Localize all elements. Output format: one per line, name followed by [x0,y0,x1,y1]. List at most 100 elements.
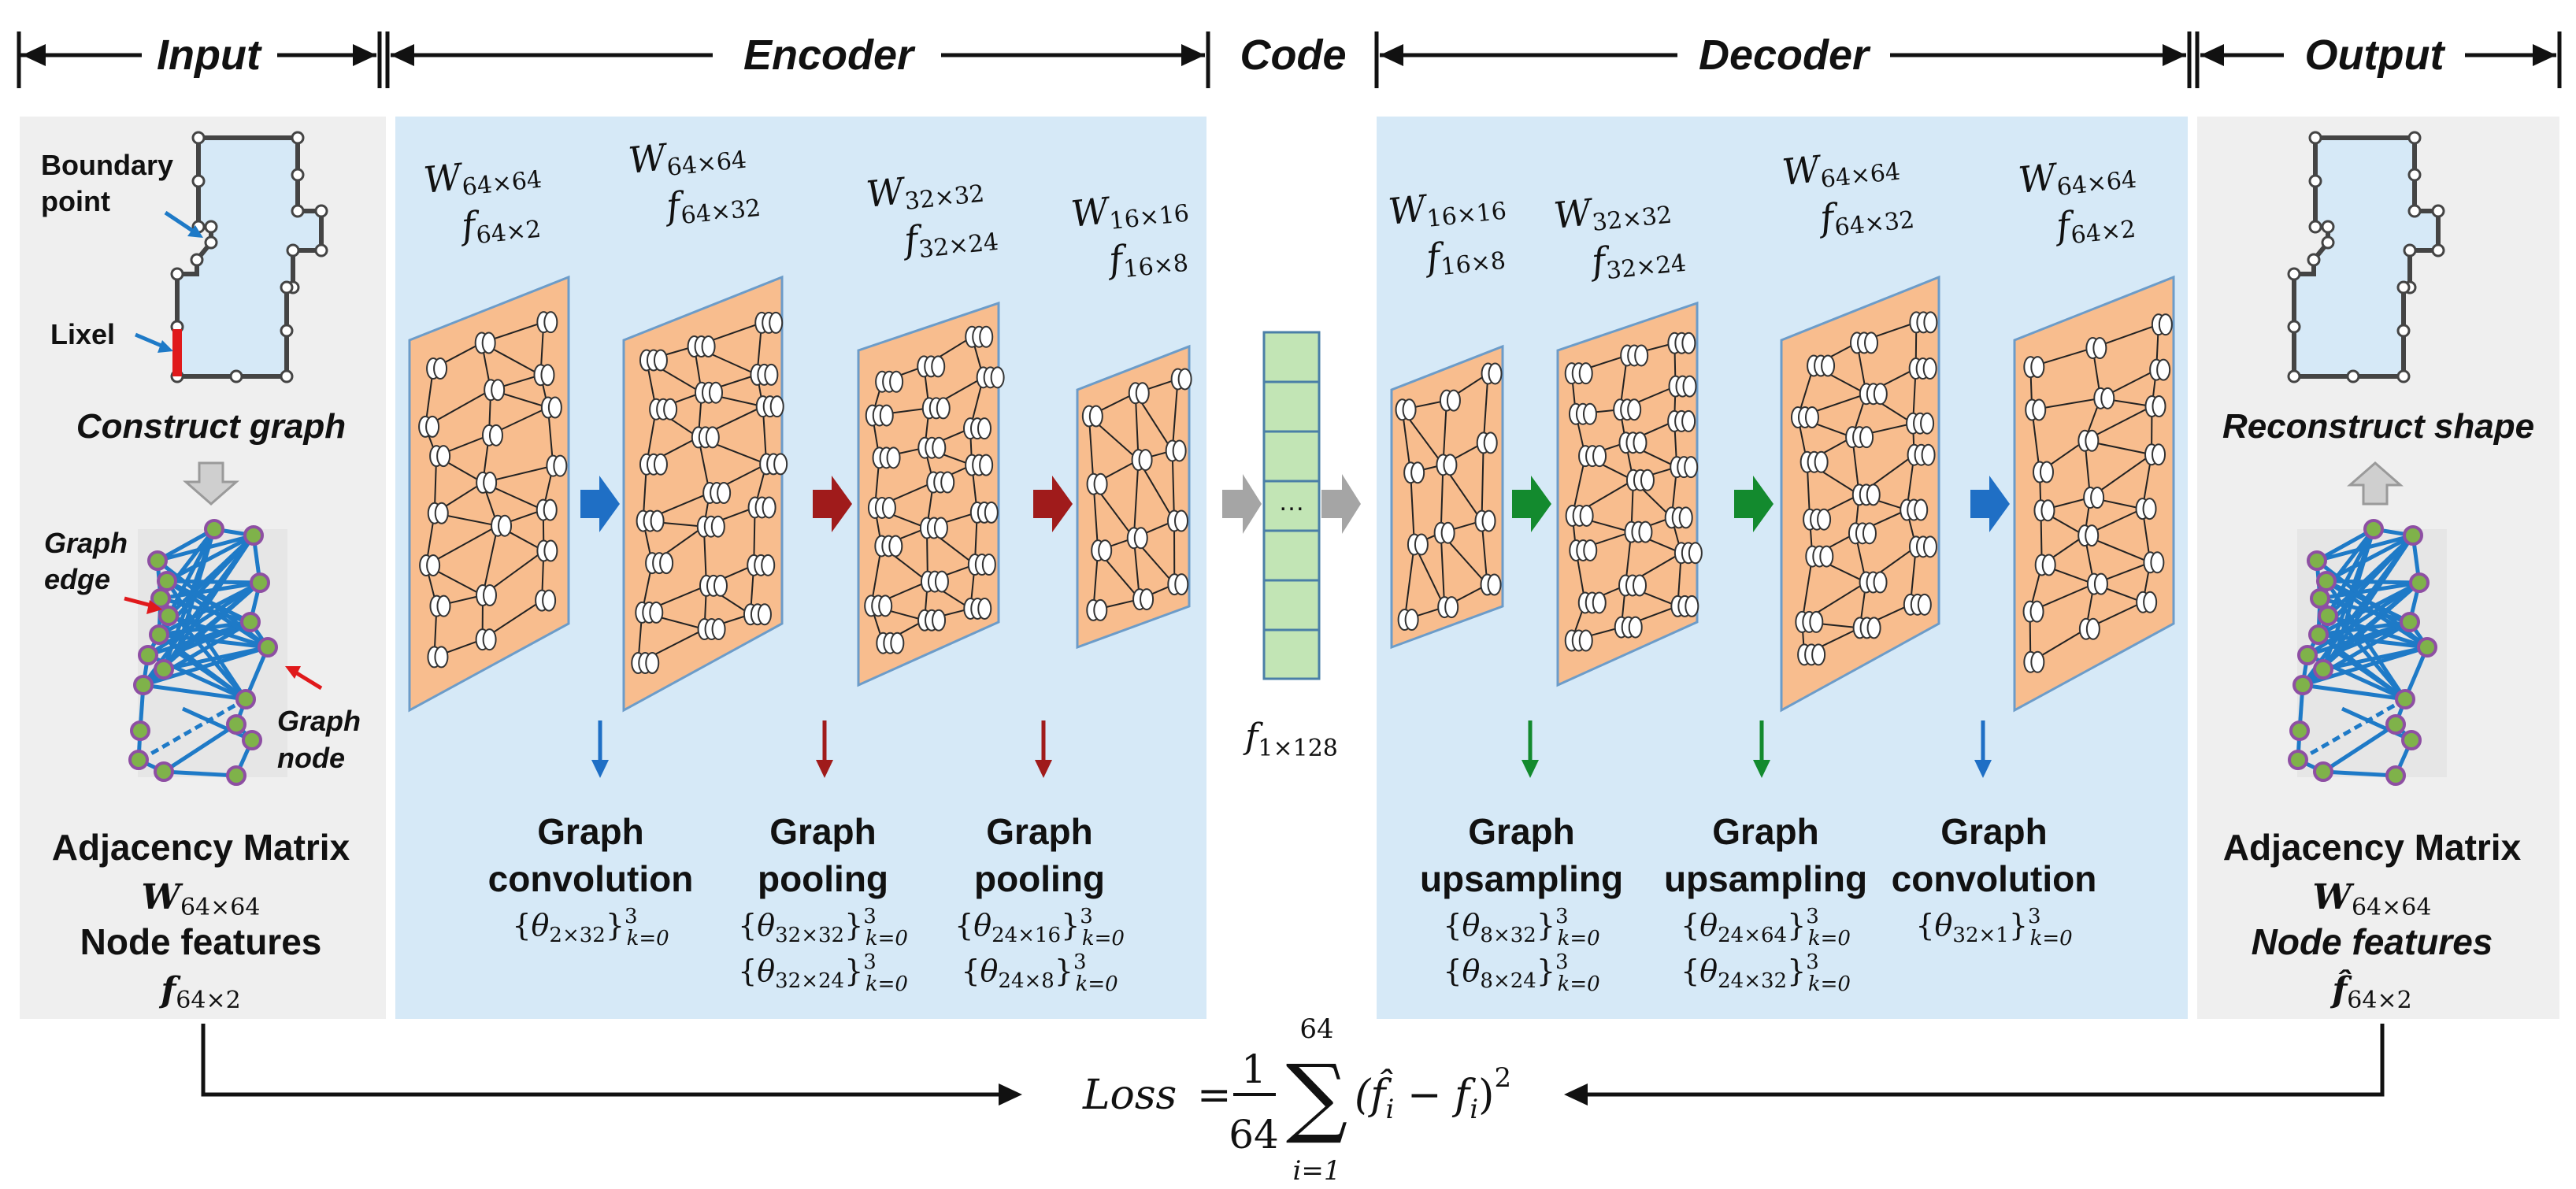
layer-arrow [1033,476,1073,532]
graph-node [2318,606,2338,626]
graph-node [154,761,174,782]
graph-node [2288,750,2308,770]
section-decoder-label: Decoder [1699,31,1871,79]
loss-sum-bottom: i=1 [1293,1155,1341,1187]
output-adjacency-title: Adjacency Matrix [2223,827,2522,868]
code-label: f1×128 [1243,717,1338,762]
loss-function: Loss = 1 64 64 ∑ i=1 (f̂i − fi)2 [201,1013,2385,1187]
loss-frac-den: 64 [1229,1112,1279,1158]
layer-arrow [1970,476,2010,532]
layer-arrow [1734,476,1774,532]
loss-sum-top: 64 [1299,1013,1333,1045]
lixel-label: Lixel [50,318,115,350]
operation-name-line1: Graph [1712,811,1818,852]
layer-arrow [580,476,620,532]
graph-node [133,675,154,695]
operation-name-line2: convolution [488,858,694,899]
graph-node [150,588,171,609]
operation-name-line2: pooling [758,858,888,899]
graph-plane [1390,344,1504,650]
operation-name-line1: Graph [1468,811,1574,852]
reconstruct-shape-label: Reconstruct shape [2222,407,2534,446]
graph-plane [622,275,788,713]
graph-node [2409,572,2430,593]
graph-plane [857,301,1005,687]
graph-node [2363,519,2384,539]
construct-graph-arrow [183,461,239,506]
loss-frac-num: 1 [1241,1046,1266,1092]
graph-node [147,550,168,571]
input-node-features-title: Node features [80,921,322,962]
output-span: Output [2195,31,2562,88]
graph-node [258,637,278,657]
graph-plane [1780,275,1940,713]
output-node-features-title: Node features [2252,921,2493,962]
loss-left-connector [201,1024,1010,1097]
layer-arrow [1512,476,1551,532]
operation-name-line1: Graph [537,811,643,852]
graph-node-label-1: Graph [277,705,361,737]
encoder-to-code-arrow [1222,474,1262,534]
boundary-point-label-1: Boundary [41,149,173,181]
graph-plane [1556,301,1703,687]
graph-node [2292,675,2313,695]
section-code-label: Code [1240,31,1347,79]
graph-plane [2013,275,2175,713]
code-to-decoder-arrow [1321,474,1361,534]
operation-name-line1: Graph [986,811,1092,852]
input-adjacency-title: Adjacency Matrix [52,827,350,868]
graph-node [242,730,262,750]
graph-plane [1076,344,1192,650]
layer-arrow [813,476,852,532]
graph-node-label-2: node [277,742,345,774]
boundary-point-label-2: point [41,185,110,217]
graph-node [128,750,149,770]
graph-node [2308,624,2329,645]
operation-name-line1: Graph [769,811,876,852]
graph-node [2297,645,2318,665]
graph-node [158,606,179,626]
graph-node [226,765,246,786]
input-adjacency-symbol: W64×64 [142,877,261,921]
graph-node [2316,571,2337,591]
loss-lhs: Loss [1082,1072,1177,1119]
graph-plane [408,275,570,713]
graph-edge-label-1: Graph [44,527,128,559]
section-output-label: Output [2305,31,2446,79]
graph-node [2385,714,2406,735]
graph-node [138,645,158,665]
graph-layer-planes [408,275,2175,713]
graph-node [2395,689,2415,709]
output-adjacency-symbol: W64×64 [2313,877,2432,921]
input-graph [128,519,287,786]
output-content: Reconstruct shape Adjacency Matrix Node … [2222,131,2534,1014]
graph-node [2310,588,2330,609]
graph-node [250,572,270,593]
graph-node [2313,659,2333,680]
operation-name-line2: convolution [1892,858,2097,899]
section-encoder-label: Encoder [743,31,916,79]
graph-node [2403,525,2423,546]
graph-node [2400,612,2420,632]
decoder-span: Decoder [1374,31,2192,88]
loss-equals: = [1197,1072,1232,1119]
graph-node [130,720,150,741]
output-boundary-points [2287,131,2445,383]
graph-node [2313,761,2333,782]
operation-name-line1: Graph [1940,811,2047,852]
section-input-label: Input [157,31,262,79]
graph-node [226,714,246,735]
